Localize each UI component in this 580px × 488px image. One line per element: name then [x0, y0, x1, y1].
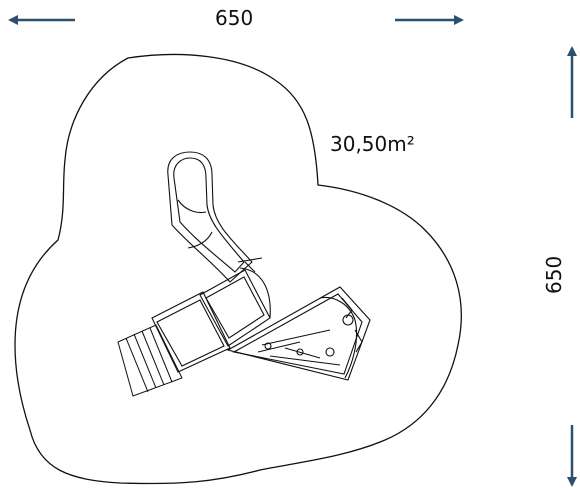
height-dimension-label: 650 — [542, 255, 566, 294]
deck-section — [151, 291, 231, 373]
stairs — [117, 324, 183, 397]
area-label: 30,50m² — [330, 132, 415, 156]
play-tower — [199, 257, 271, 347]
slide-chute — [167, 151, 253, 283]
climbing-rock — [226, 286, 371, 381]
safety-zone-outline — [14, 53, 462, 485]
width-dimension-label: 650 — [215, 6, 254, 30]
